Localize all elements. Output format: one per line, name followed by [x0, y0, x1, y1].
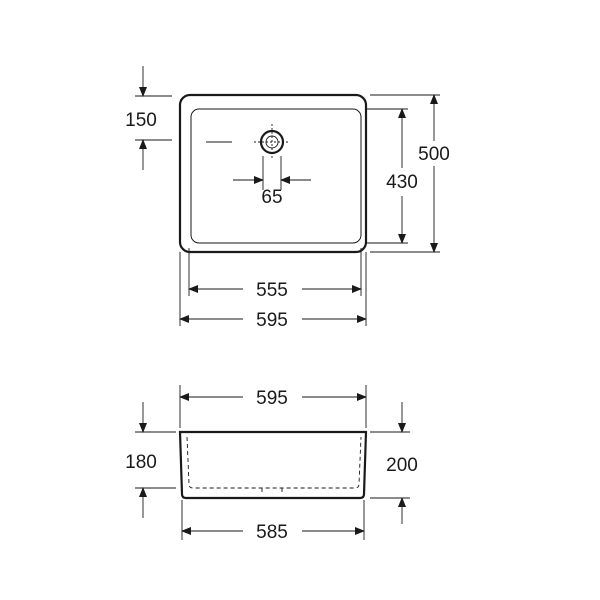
dimension-outer-depth: 500 [418, 144, 450, 165]
dimension-drain-width: 65 [261, 187, 282, 208]
dimension-inner-depth: 430 [386, 172, 418, 193]
front-view: 595 180 200 585 [125, 385, 418, 543]
dimension-outer-height: 200 [386, 455, 418, 476]
drain-hidden-outline [261, 488, 283, 494]
dimension-outer-width: 595 [256, 310, 288, 331]
sink-hidden-interior [186, 436, 362, 489]
sink-front-outline [178, 430, 368, 500]
dimension-height-offset: 150 [125, 110, 157, 131]
dimension-top-width: 595 [256, 388, 288, 409]
sink-outer-outline [178, 93, 368, 254]
dimension-inner-width: 555 [256, 280, 288, 301]
top-view: 65 150 430 500 555 595 [125, 66, 450, 331]
drain-icon [254, 124, 290, 160]
sink-inner-outline [190, 108, 362, 244]
dimension-bottom-width: 585 [256, 522, 288, 543]
dimension-inner-height: 180 [125, 452, 157, 473]
